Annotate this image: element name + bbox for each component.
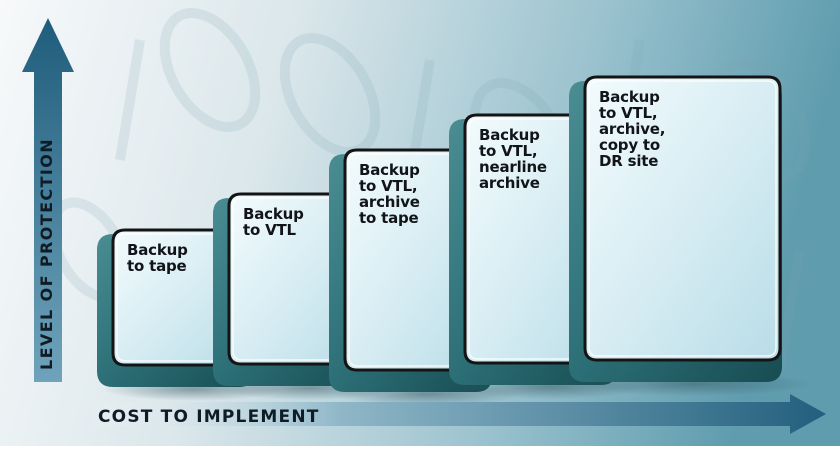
step-label-5: Backup to VTL, archive, copy to DR site [599,88,666,170]
step-block-highlight [588,80,777,357]
step-label-1: Backup to tape [127,241,188,275]
step-block-face [583,75,782,362]
y-axis-title: LEVEL OF PROTECTION [37,138,56,370]
step-label-3: Backup to VTL, archive to tape [359,161,420,227]
x-axis-arrow [78,394,826,434]
y-axis-arrow [22,18,74,382]
step-block-5 [569,75,810,396]
step-label-2: Backup to VTL [243,205,304,239]
x-axis-title: COST TO IMPLEMENT [98,407,320,427]
step-label-4: Backup to VTL, nearline archive [479,126,547,192]
